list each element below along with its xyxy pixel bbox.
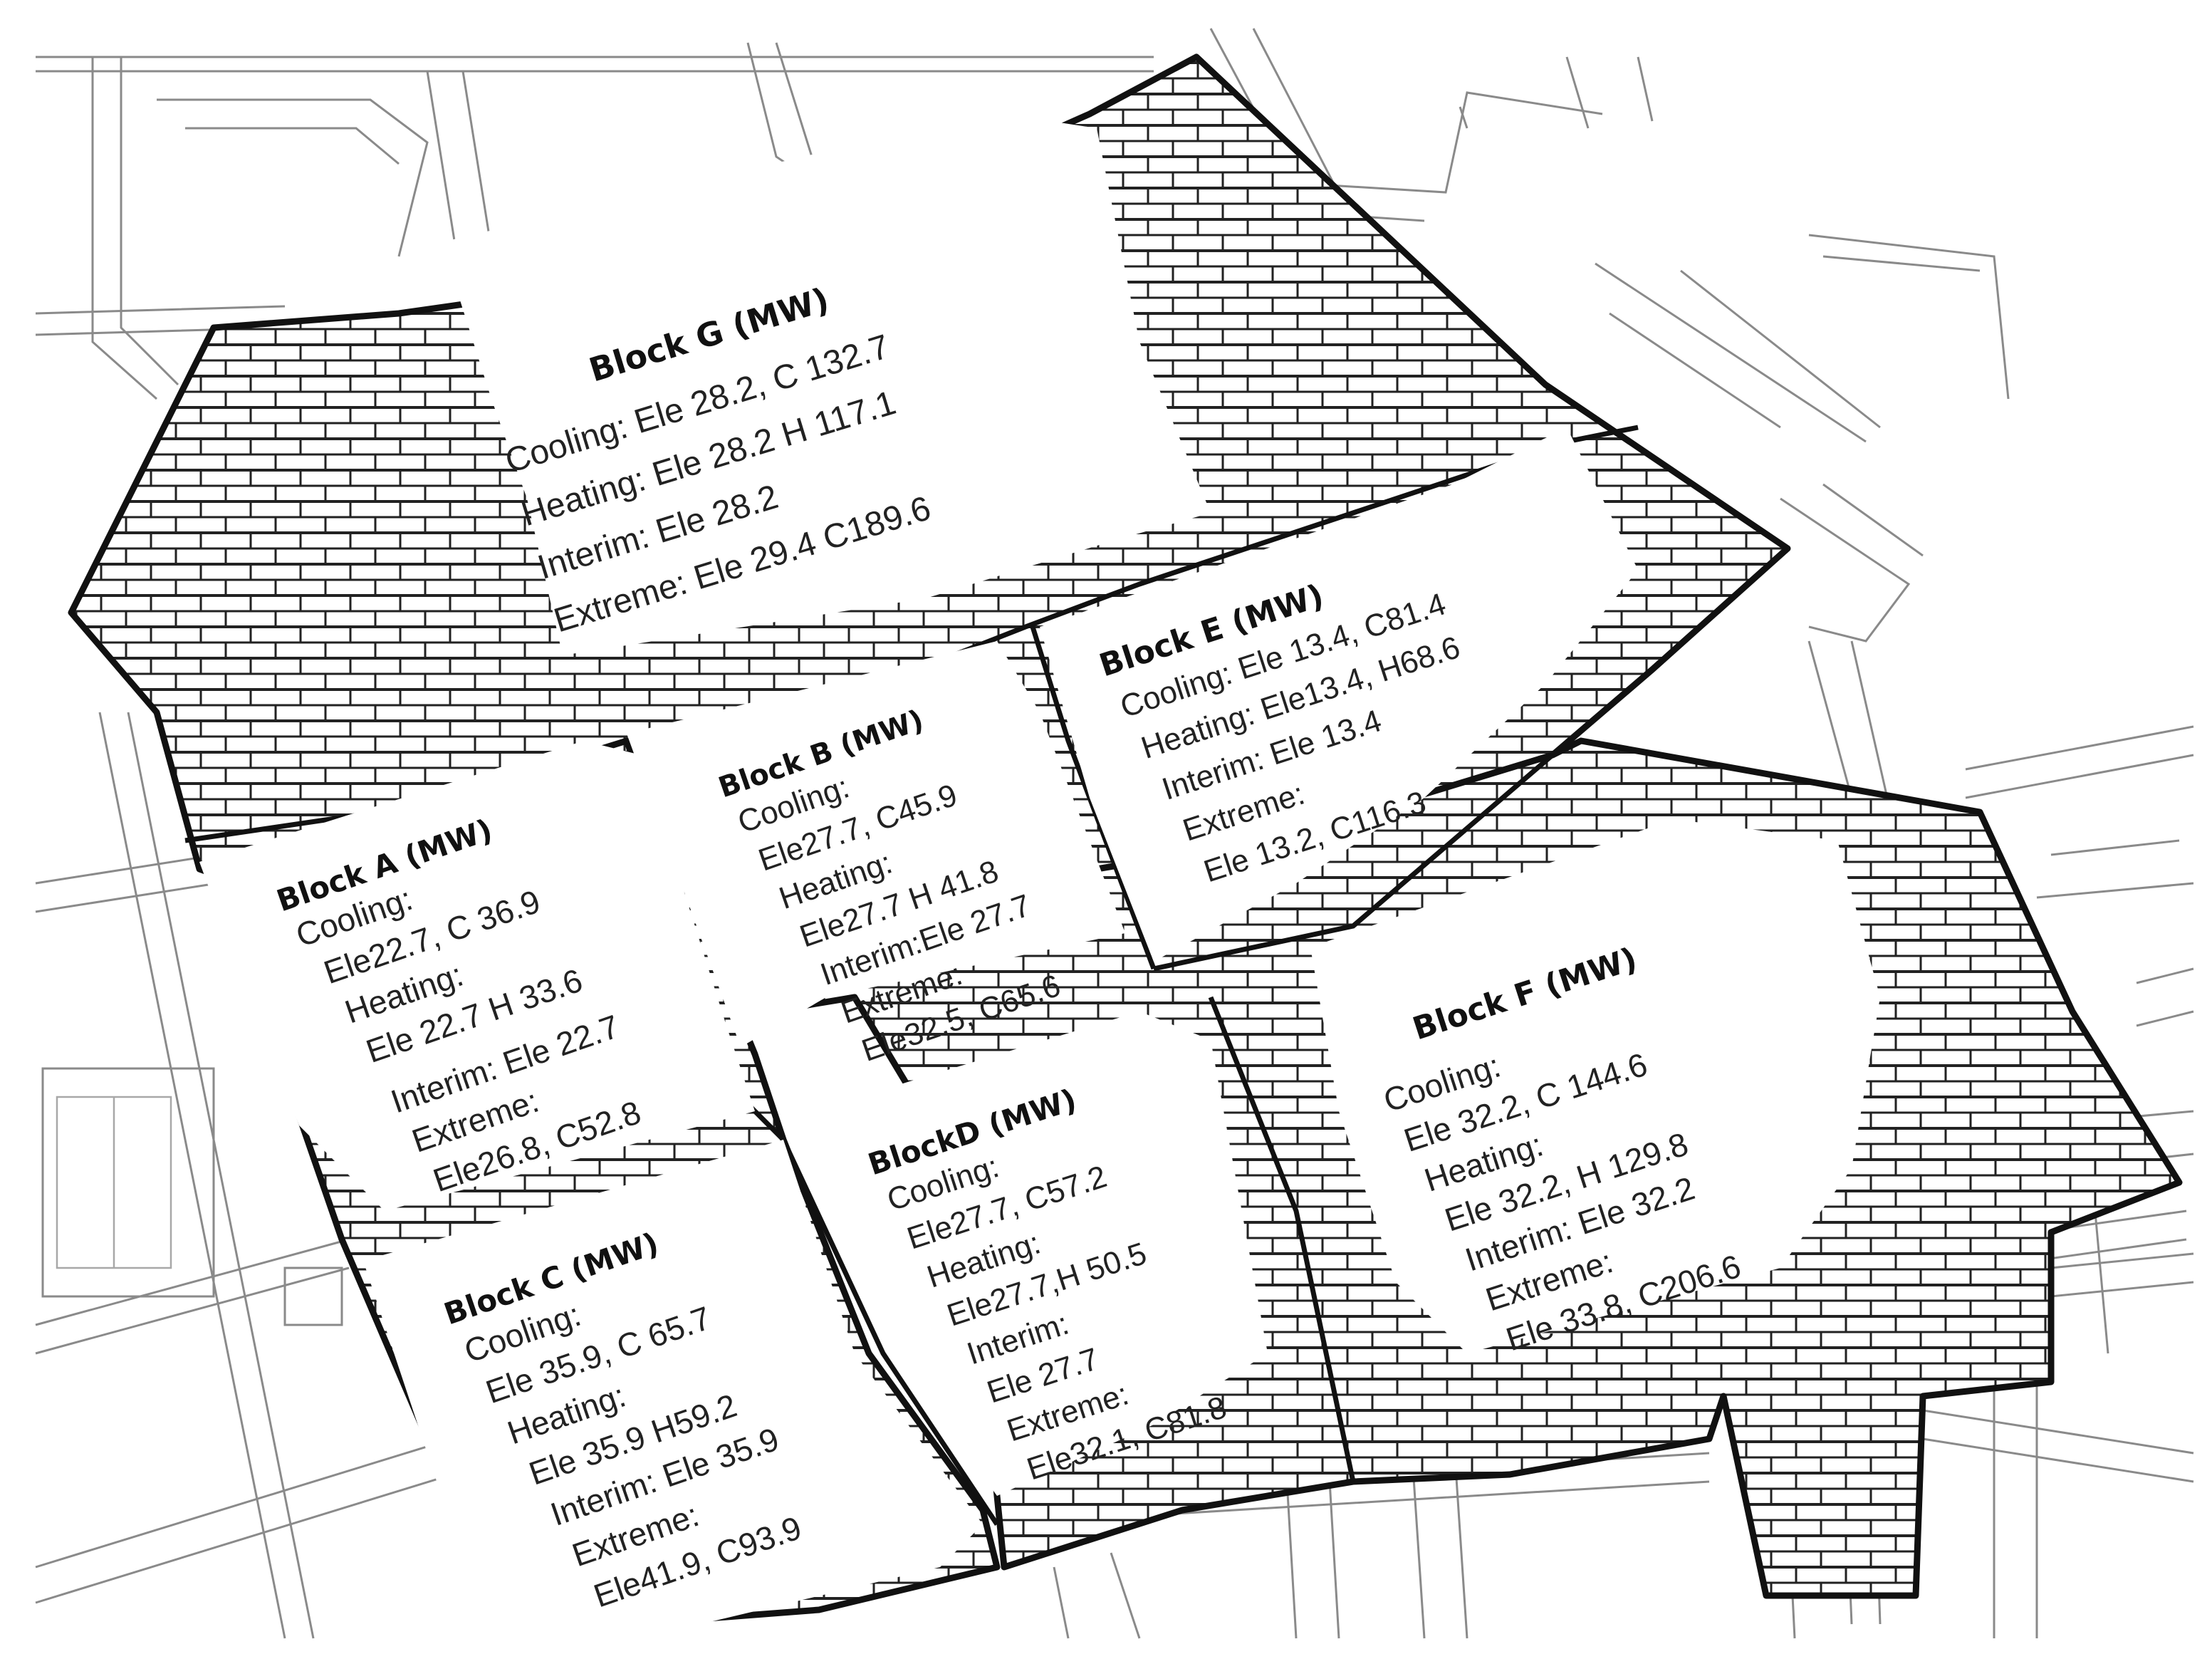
block-divider-be: [1030, 625, 1157, 970]
block-divider-ge: [1024, 425, 1639, 630]
block-divider-df: [1208, 996, 1356, 1482]
label-backgrounds: [199, 114, 1880, 1638]
block-divider-ef: [1153, 753, 1555, 972]
block-divider-cd: [781, 1138, 999, 1526]
